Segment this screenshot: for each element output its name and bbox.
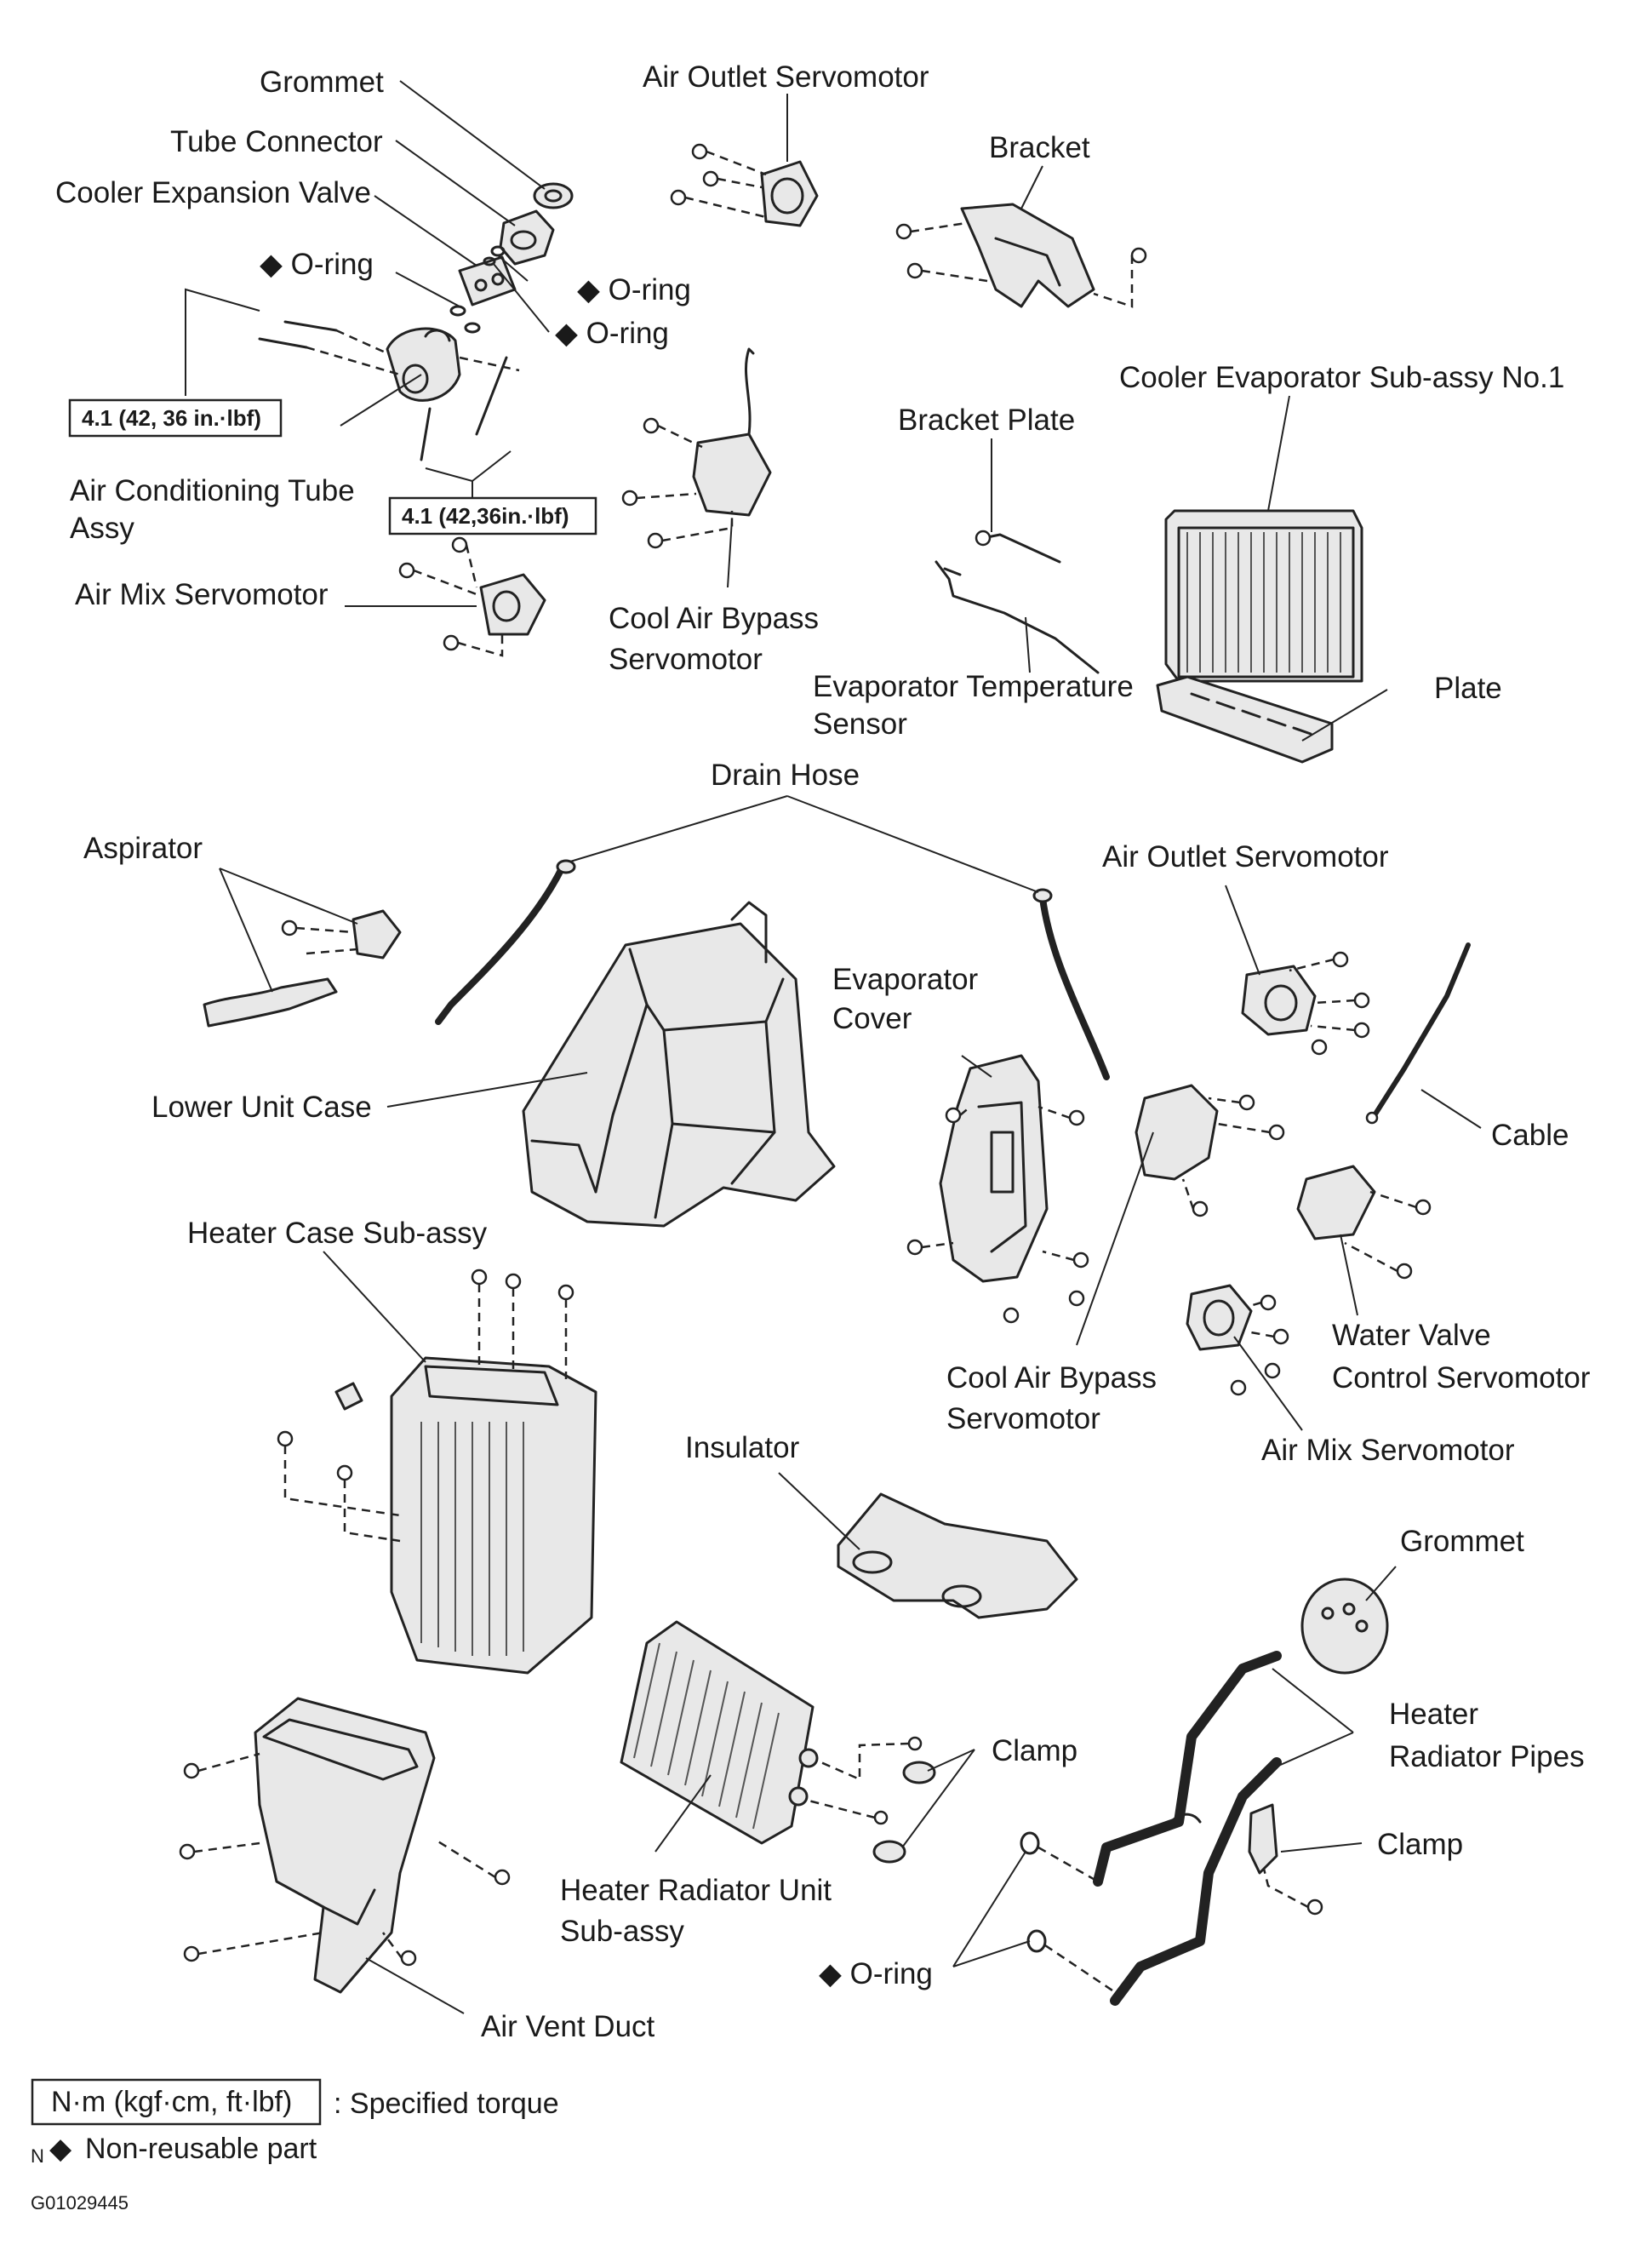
label-cool-air-bypass-top-line1: Cool Air Bypass: [609, 602, 819, 635]
insulator-part: [837, 1492, 1078, 1619]
label-water-valve-line2: Control Servomotor: [1332, 1361, 1591, 1395]
label-o-ring-b: ◆ O-ring: [577, 273, 691, 306]
label-bracket: Bracket: [989, 131, 1090, 164]
label-evaporator-temperature-line1: Evaporator Temperature: [813, 670, 1134, 703]
cool-air-bypass-servomotor-top-part: [621, 347, 772, 549]
figure-code: G01029445: [31, 2192, 129, 2214]
label-aspirator: Aspirator: [83, 832, 203, 865]
label-air-outlet-servomotor-top: Air Outlet Servomotor: [643, 60, 929, 94]
lower-unit-case-part: [522, 901, 836, 1228]
o-ring-small-parts: [449, 245, 506, 334]
label-tube-connector: Tube Connector: [170, 125, 383, 158]
label-heater-radiator-line2: Sub-assy: [560, 1915, 684, 1948]
legend-torque-unit: N·m (kgf·cm, ft·lbf): [51, 2086, 292, 2118]
label-clamp-b: Clamp: [1377, 1828, 1463, 1861]
label-o-ring-c: ◆ O-ring: [555, 317, 669, 350]
leader-lines: [185, 80, 1482, 2014]
air-outlet-servomotor-top-part: [670, 94, 819, 227]
label-heater-case: Heater Case Sub-assy: [187, 1217, 488, 1250]
air-mix-servomotor-top-part: [398, 536, 546, 657]
label-bracket-plate: Bracket Plate: [898, 404, 1075, 437]
label-ac-tube-line2: Assy: [70, 512, 134, 545]
grommet-top-part: [533, 182, 574, 209]
label-air-vent-duct: Air Vent Duct: [481, 2010, 655, 2043]
label-cable: Cable: [1491, 1119, 1569, 1152]
water-valve-control-servomotor-part: [1296, 1165, 1432, 1280]
label-water-valve-line1: Water Valve: [1332, 1319, 1491, 1352]
legend-torque-text: : Specified torque: [334, 2088, 559, 2120]
label-grommet-bottom: Grommet: [1400, 1525, 1524, 1558]
label-evaporator-cover-line2: Cover: [832, 1002, 912, 1035]
cooler-evaporator-part: [1164, 509, 1363, 683]
tube-connector-part: [499, 209, 555, 266]
aspirator-part: [203, 909, 402, 1028]
label-clamp-a: Clamp: [992, 1734, 1077, 1767]
air-vent-duct-part: [179, 1697, 511, 1994]
legend-nonreuse-prefix: N: [31, 2145, 44, 2167]
label-heater-pipes-line1: Heater: [1389, 1698, 1478, 1731]
label-lower-unit-case: Lower Unit Case: [151, 1091, 372, 1124]
label-cool-air-bypass-mid-line2: Servomotor: [946, 1402, 1100, 1435]
evaporator-cover-part: [906, 1054, 1089, 1324]
label-group: Grommet Air Outlet Servomotor Tube Conne…: [55, 60, 1591, 2043]
legend-nonreuse-symbol: ◆: [49, 2133, 72, 2165]
label-air-mix-servomotor-top: Air Mix Servomotor: [75, 578, 329, 611]
torque-spec-box-1: 4.1 (42, 36 in.·lbf): [68, 398, 283, 438]
air-mix-servomotor-mid-part: [1186, 1284, 1289, 1396]
label-drain-hose: Drain Hose: [711, 759, 860, 792]
air-outlet-servomotor-mid-part: [1241, 951, 1370, 1056]
label-plate: Plate: [1434, 672, 1502, 705]
legend: N·m (kgf·cm, ft·lbf) : Specified torque …: [31, 2078, 559, 2214]
label-evaporator-cover-line1: Evaporator: [832, 963, 979, 996]
label-ac-tube-line1: Air Conditioning Tube: [70, 474, 355, 507]
evaporator-temperature-sensor-part: [935, 560, 1100, 674]
heater-radiator-unit-part: [620, 1620, 936, 1864]
label-grommet-top: Grommet: [260, 66, 384, 99]
bracket-part: [895, 203, 1147, 308]
label-cool-air-bypass-mid-line1: Cool Air Bypass: [946, 1361, 1157, 1395]
label-air-outlet-servomotor-mid: Air Outlet Servomotor: [1102, 840, 1389, 873]
clamp-bottom-part: [1248, 1803, 1323, 1916]
label-heater-radiator-line1: Heater Radiator Unit: [560, 1874, 832, 1907]
label-o-ring-bottom: ◆ O-ring: [819, 1957, 933, 1990]
grommet-bottom-part: [1300, 1578, 1389, 1675]
label-cool-air-bypass-top-line2: Servomotor: [609, 643, 763, 676]
label-cooler-evaporator: Cooler Evaporator Sub-assy No.1: [1119, 361, 1564, 394]
svg-text:4.1 (42,36in.·lbf): 4.1 (42,36in.·lbf): [402, 503, 569, 529]
legend-nonreuse-text: Non-reusable part: [85, 2133, 317, 2165]
drain-hose-part: [435, 859, 1110, 1080]
torque-spec-box-2: 4.1 (42,36in.·lbf): [388, 496, 597, 536]
heater-case-part: [277, 1269, 597, 1675]
bracket-plate-part: [975, 530, 1061, 564]
cool-air-bypass-servomotor-mid-part: [1135, 1084, 1285, 1217]
air-conditioning-tube-part: [258, 320, 520, 461]
label-cooler-expansion-valve: Cooler Expansion Valve: [55, 176, 371, 209]
legend-torque-box: [31, 2078, 322, 2126]
label-heater-pipes-line2: Radiator Pipes: [1389, 1740, 1585, 1773]
heater-radiator-pipes-part: [1020, 1651, 1282, 2006]
svg-text:4.1 (42, 36 in.·lbf): 4.1 (42, 36 in.·lbf): [82, 405, 261, 431]
label-insulator: Insulator: [685, 1431, 800, 1464]
label-air-mix-servomotor-mid: Air Mix Servomotor: [1261, 1434, 1515, 1467]
plate-part: [1156, 675, 1334, 764]
label-evaporator-temperature-line2: Sensor: [813, 707, 907, 741]
cable-part: [1365, 942, 1471, 1125]
label-o-ring-a: ◆ O-ring: [260, 248, 374, 281]
